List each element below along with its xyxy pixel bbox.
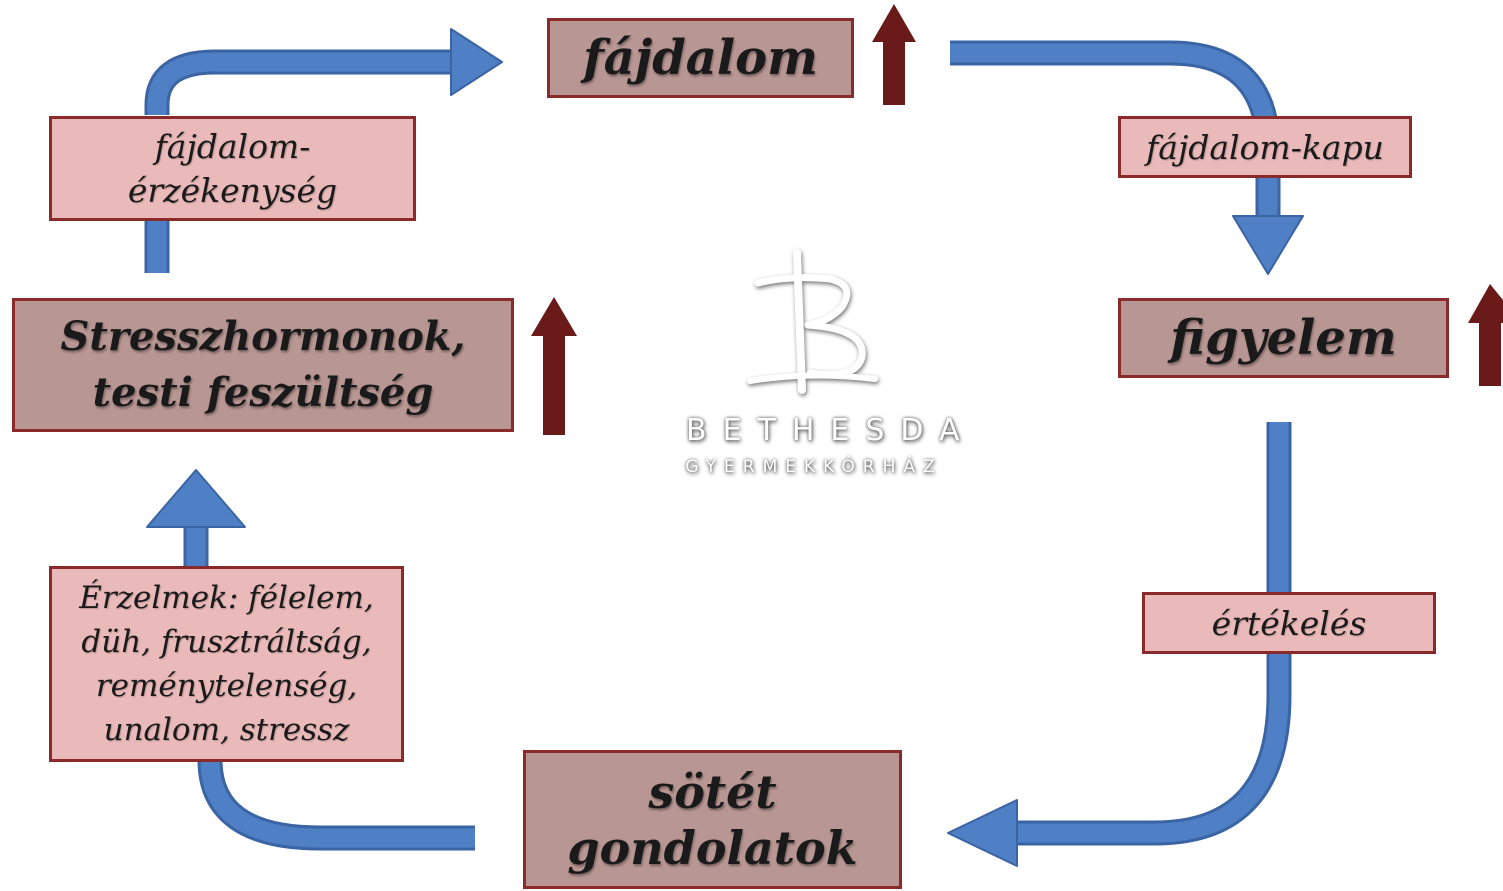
node-erzelmek-line-1: Érzelmek: félelem, xyxy=(79,580,374,616)
logo-name: BETHESDA xyxy=(686,413,976,448)
node-erzekenyseg-line-2: érzékenység xyxy=(127,170,338,210)
node-stressz-line-1: Stresszhormonok, xyxy=(60,313,466,360)
node-fajdalom-erzekenyseg: fájdalom- érzékenység xyxy=(49,116,416,221)
node-sotet-line-2: gondolatok xyxy=(567,820,858,875)
node-erzelmek-line-3: reménytelenség, xyxy=(95,668,358,704)
increase-arrow-figyelem xyxy=(1468,284,1503,386)
increase-arrow-fajdalom xyxy=(872,4,916,105)
node-sotet-gondolatok: sötét gondolatok xyxy=(523,750,902,889)
arrowhead-down-figyelem xyxy=(1232,215,1304,275)
node-ertekeles-label: értékelés xyxy=(1211,603,1367,643)
bethesda-b-mark-icon xyxy=(747,249,878,394)
node-erzelmek: Érzelmek: félelem, düh, frusztráltság, r… xyxy=(49,566,404,762)
arrowhead-up-stressz xyxy=(146,469,246,528)
node-ertekeles: értékelés xyxy=(1142,592,1436,654)
node-figyelem: figyelem xyxy=(1118,298,1449,378)
arrowhead-right-fajdalom xyxy=(450,28,503,96)
node-kapu-label: fájdalom-kapu xyxy=(1146,127,1384,167)
node-figyelem-label: figyelem xyxy=(1170,310,1397,366)
node-fajdalom-label: fájdalom xyxy=(583,30,818,86)
node-fajdalom: fájdalom xyxy=(547,18,854,98)
node-stressz-line-2: testi feszültség xyxy=(92,369,434,416)
node-fajdalom-kapu: fájdalom-kapu xyxy=(1118,116,1412,178)
bethesda-logo: BETHESDA GYERMEKKÓRHÁZ xyxy=(670,245,976,495)
increase-arrow-stresszhormonok xyxy=(531,297,577,435)
node-erzelmek-line-2: düh, frusztráltság, xyxy=(81,624,372,660)
node-sotet-line-1: sötét xyxy=(648,764,777,819)
node-erzekenyseg-line-1: fájdalom- xyxy=(154,126,311,166)
node-stresszhormonok: Stresszhormonok, testi feszültség xyxy=(12,298,514,432)
arrowhead-left-gondolatok xyxy=(947,799,1018,867)
node-erzelmek-line-4: unalom, stressz xyxy=(103,712,350,748)
logo-subtitle: GYERMEKKÓRHÁZ xyxy=(685,457,943,477)
